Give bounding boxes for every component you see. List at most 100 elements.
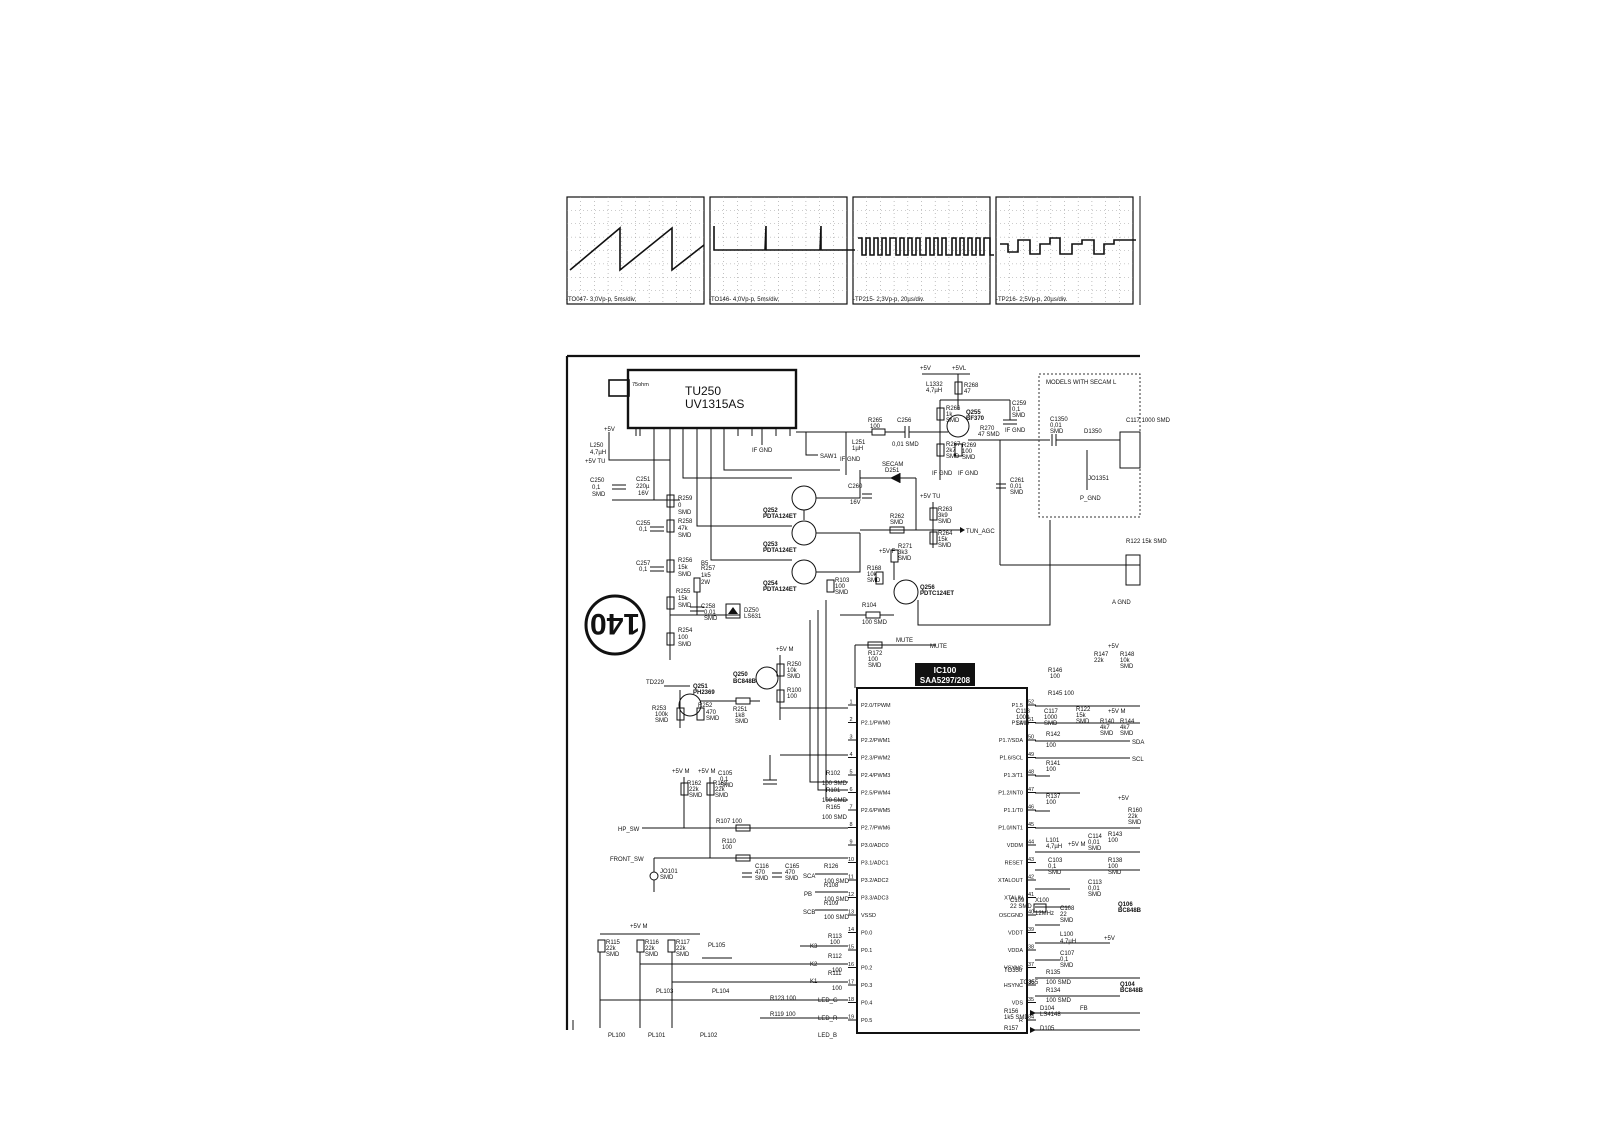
svg-text:+5V F: +5V F — [879, 549, 896, 555]
svg-text:100 SMD: 100 SMD — [1046, 998, 1072, 1004]
ic-pin-number: 46 — [1028, 805, 1034, 811]
svg-text:R108: R108 — [824, 883, 839, 889]
svg-text:IF GND: IF GND — [752, 448, 773, 454]
svg-text:+5V M: +5V M — [1068, 842, 1086, 848]
svg-text:TO355: TO355 — [1020, 980, 1039, 986]
svg-text:100 SMD: 100 SMD — [1046, 980, 1072, 986]
svg-text:100 SMD: 100 SMD — [824, 897, 850, 903]
svg-text:22k: 22k — [689, 787, 700, 793]
svg-text:SMD: SMD — [1076, 719, 1090, 725]
ic-pin-label: R — [1019, 1018, 1023, 1024]
svg-text:R147: R147 — [1094, 652, 1109, 658]
svg-text:SMD: SMD — [1012, 413, 1026, 419]
svg-text:100k: 100k — [655, 712, 669, 718]
ic-pin-number: 42 — [1028, 875, 1034, 881]
label-c251-s: 16V — [638, 491, 649, 497]
ic-pin-label: P3.2/ADC2 — [861, 878, 889, 884]
svg-text:SMD: SMD — [1010, 490, 1024, 496]
svg-text:R122 15k SMD: R122 15k SMD — [1126, 539, 1167, 545]
svg-text:SMD: SMD — [755, 876, 769, 882]
svg-text:22k: 22k — [715, 787, 726, 793]
scope-panel-1 — [566, 196, 705, 305]
svg-text:+5V TU: +5V TU — [920, 494, 940, 500]
svg-text:R259: R259 — [678, 496, 693, 502]
ic-pin-label: P2.0/TPWM — [861, 703, 891, 709]
svg-text:3k9: 3k9 — [938, 513, 948, 519]
ic-pin-number: 36 — [1028, 980, 1034, 986]
svg-text:R254: R254 — [678, 628, 693, 634]
svg-text:15k: 15k — [678, 565, 689, 571]
svg-text:10k: 10k — [867, 572, 878, 578]
label-sda: SDA — [1132, 740, 1144, 746]
svg-text:B5: B5 — [701, 561, 709, 567]
ic-pin-label: XTALIN — [1004, 896, 1023, 902]
ic-pin-label: XTALOUT — [998, 878, 1024, 884]
svg-text:R111: R111 — [828, 971, 842, 977]
svg-text:SMD: SMD — [678, 572, 692, 578]
svg-text:R270: R270 — [980, 426, 995, 432]
svg-text:15k: 15k — [1076, 713, 1087, 719]
svg-text:R107 100: R107 100 — [716, 819, 743, 825]
ic-pin-label: P2.1/PWM0 — [861, 721, 890, 727]
ic-pin-label: P0.2 — [861, 966, 872, 972]
svg-text:100: 100 — [962, 449, 973, 455]
svg-text:100 SMD: 100 SMD — [824, 915, 850, 921]
svg-text:R110: R110 — [722, 839, 737, 845]
svg-text:47 SMD: 47 SMD — [978, 432, 1000, 438]
svg-text:R168: R168 — [867, 566, 882, 572]
svg-text:X100: X100 — [1035, 898, 1050, 904]
svg-text:+5V M: +5V M — [672, 769, 690, 775]
svg-text:4k7: 4k7 — [1120, 725, 1130, 731]
svg-text:100: 100 — [1108, 864, 1119, 870]
svg-text:22k: 22k — [606, 946, 617, 952]
ic-pin-number: 35 — [1028, 997, 1034, 1003]
label-c251-v: 220µ — [636, 484, 650, 490]
svg-text:IF GND: IF GND — [840, 457, 861, 463]
ic-pin-number: 48 — [1028, 770, 1034, 776]
svg-text:SMD: SMD — [898, 556, 912, 562]
label-c250-s: SMD — [592, 492, 606, 498]
svg-text:SMD: SMD — [606, 952, 620, 958]
svg-text:R122: R122 — [1076, 707, 1091, 713]
ic-pin-label: P1.0/INT1 — [998, 826, 1023, 832]
svg-text:L1332: L1332 — [926, 382, 943, 388]
svg-text:Q256: Q256 — [920, 585, 935, 591]
ic-pin-number: 34 — [1028, 1015, 1034, 1021]
ic-pin-label: P1.1/T0 — [1004, 808, 1023, 814]
svg-text:SMD: SMD — [1088, 892, 1102, 898]
svg-text:R162: R162 — [687, 781, 702, 787]
ic-pin-number: 3 — [849, 735, 852, 741]
ic-pin-label: P1.6/SCL — [999, 756, 1023, 762]
ic-pin-label: P0.4 — [861, 1001, 872, 1007]
svg-text:+5V: +5V — [1118, 796, 1129, 802]
svg-text:0,01: 0,01 — [704, 610, 716, 616]
svg-text:R271: R271 — [898, 544, 913, 550]
svg-text:R251: R251 — [733, 707, 748, 713]
ic-pin-number: 6 — [849, 787, 852, 793]
svg-text:SMD: SMD — [1088, 846, 1102, 852]
svg-text:D104: D104 — [1040, 1006, 1055, 1012]
svg-text:C109: C109 — [1010, 898, 1025, 904]
svg-text:C258: C258 — [701, 604, 716, 610]
svg-text:22k: 22k — [645, 946, 656, 952]
svg-text:0,01: 0,01 — [1050, 423, 1062, 429]
svg-text:C259: C259 — [1012, 401, 1027, 407]
svg-text:R135: R135 — [1046, 970, 1061, 976]
tuner-block: 75ohm TU250 UV1315AS — [608, 368, 798, 436]
ic-pin-label: VSSD — [861, 913, 876, 919]
svg-text:IF GND: IF GND — [958, 471, 979, 477]
svg-text:JO101: JO101 — [660, 869, 678, 875]
svg-text:1000: 1000 — [1016, 715, 1030, 721]
svg-text:LED_R: LED_R — [818, 1016, 838, 1022]
svg-text:L100: L100 — [1060, 932, 1074, 938]
svg-text:R256: R256 — [678, 558, 693, 564]
ic-pin-number: 17 — [848, 980, 854, 986]
ic-pin-label: P2.6/PWM5 — [861, 808, 890, 814]
ic-pin-label: P3.1/ADC1 — [861, 861, 889, 867]
svg-text:1000: 1000 — [1044, 715, 1058, 721]
svg-text:470: 470 — [785, 870, 796, 876]
